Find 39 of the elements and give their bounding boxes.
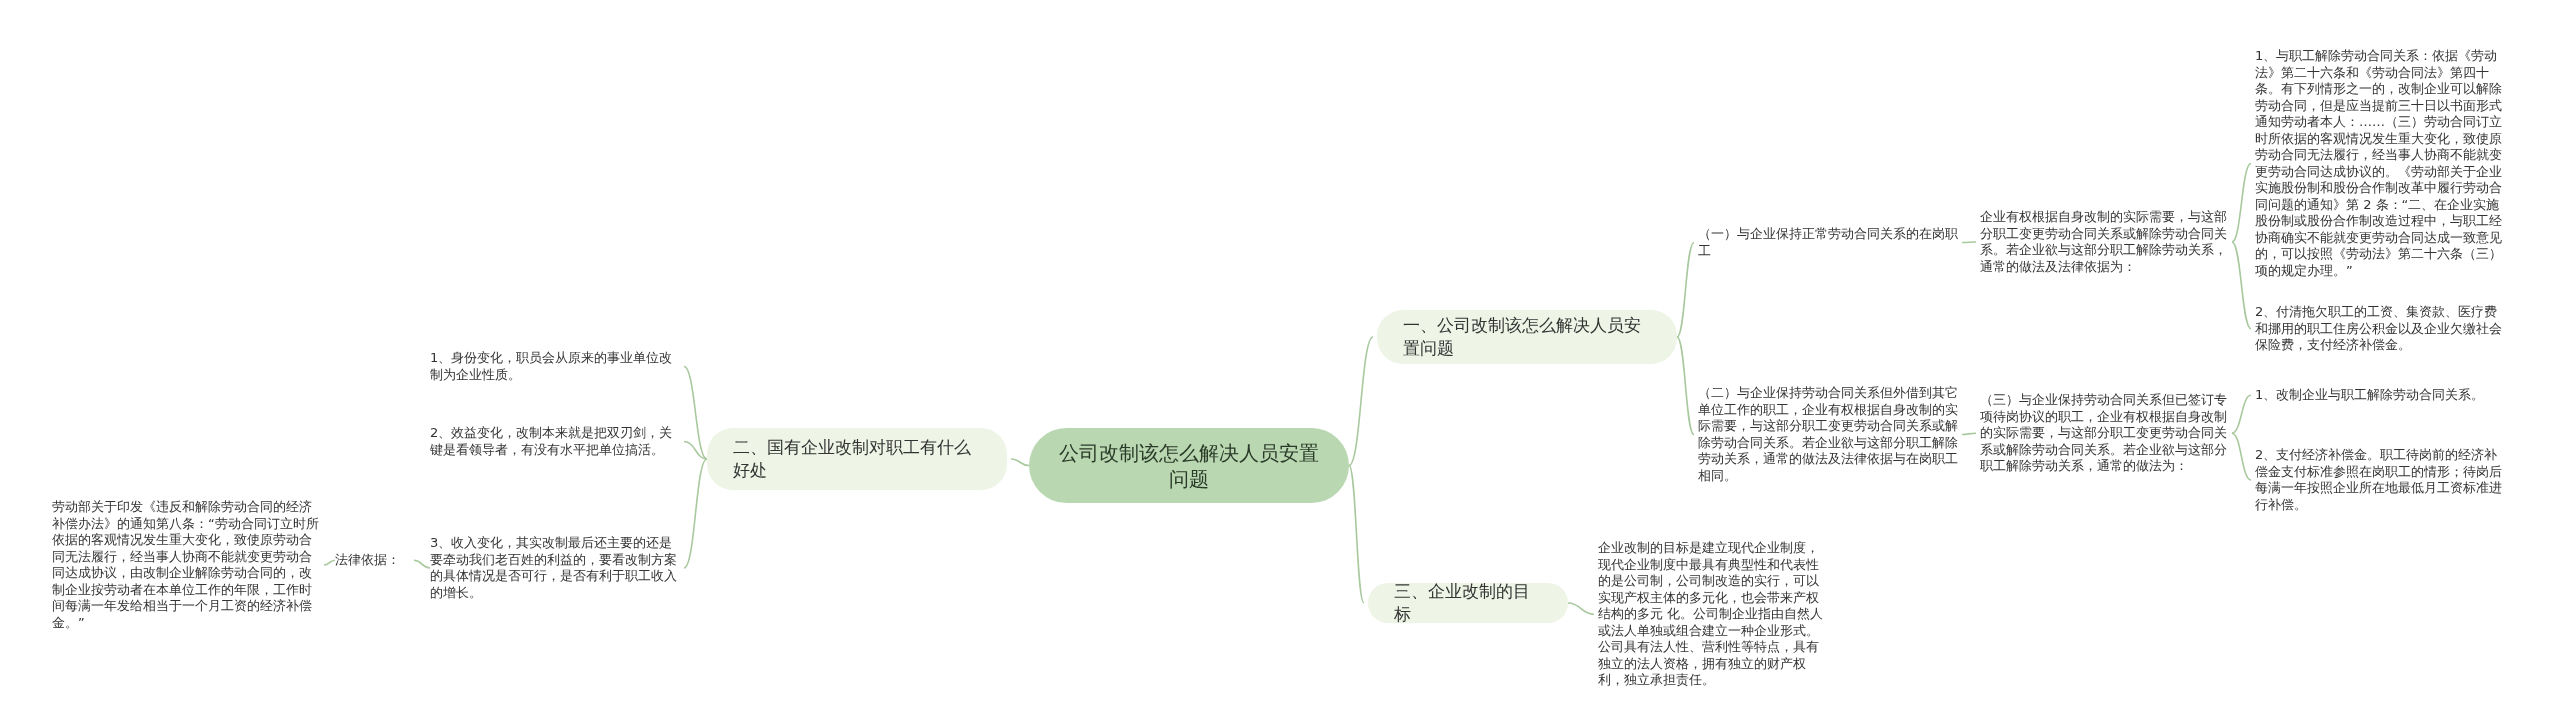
topic-text: 2、支付经济补偿金。职工待岗前的经济补偿金支付标准参照在岗职工的情形；待岗后每满一年按照企业所在地最低月工资标准进行补偿。 [2255, 447, 2503, 513]
connector-line [1348, 336, 1374, 467]
topic-label: 一、公司改制该怎么解决人员安置问题 [1403, 314, 1642, 360]
connector-line [2231, 241, 2252, 330]
topic-text: 1、与职工解除劳动合同关系：依据《劳动法》第二十六条和《劳动合同法》第四十条。有下列情形之一的，改制企业可以解除劳动合同，但是应当提前三十日以书面形式通知劳动者本人：……（三）劳动合同订立时所依据的客观情况发生重大变化，致使原劳动合同无法履行，经当事人协商不能就变更劳动合同达成协议的。《劳动部关于企业实施股份制和股份合作制改革中履行劳动合同问题的通知》第 2 条：“二、在企业实施股份制或股份合作制改造过程中，与职工经协商确实不能就变更劳动合同达成一致意见的，可以按照《劳动法》第二十六条（三）项的规定办理。” [2255, 48, 2503, 279]
topic-label: 三、企业改制的目标 [1394, 580, 1531, 626]
topic-label: 二、国有企业改制对职工有什么好处 [733, 436, 972, 482]
topic-text: 1、改制企业与职工解除劳动合同关系。 [2255, 387, 2525, 404]
branch-topic [707, 428, 1007, 490]
topic-text: 2、效益变化，改制本来就是把双刃剑，关键是看领导者，有没有水平把单位搞活。 [430, 425, 680, 458]
topic-text: 企业改制的目标是建立现代企业制度，现代企业制度中最具有典型性和代表性的是公司制，公司制改造的实行，可以实现产权主体的多元化，也会带来产权结构的多元 化。公司制企业指由自然人或法人单独或组合建立一种企业形式。公司具有法人性、营利性等特点，具有独立的法人资格，拥有独立的财产权利，独立承担责任。 [1598, 540, 1826, 689]
connector-line [683, 440, 708, 460]
topic-text: （一）与企业保持正常劳动合同关系的在岗职工 [1698, 226, 1962, 259]
topic-text: 法律依据： [335, 552, 410, 569]
connector-line [2231, 394, 2252, 435]
topic-text: （三）与企业保持劳动合同关系但已签订专项待岗协议的职工，企业有权根据自身改制的实际需要，与这部分职工变更劳动合同关系或解除劳动合同关系。若企业欲与这部分职工解除劳动关系，通常的做法为： [1980, 392, 2232, 475]
topic-text: （二）与企业保持劳动合同关系但外借到其它单位工作的职工，企业有权根据自身改制的实际需要，与这部分职工变更劳动合同关系或解除劳动合同关系。若企业欲与这部分职工解除劳动关系，通常的做法及法律依据与在岗职工相同。 [1698, 385, 1962, 484]
topic-text: 1、身份变化，职员会从原来的事业单位改制为企业性质。 [430, 350, 680, 383]
connector-line [1961, 241, 1977, 244]
connector-line [1567, 602, 1595, 616]
connector-line [683, 458, 708, 569]
topic-label: 公司改制该怎么解决人员安置问题 [1059, 439, 1319, 492]
topic-text: 企业有权根据自身改制的实际需要，与这部分职工变更劳动合同关系或解除劳动合同关系。若企业欲与这部分职工解除劳动关系，通常的做法及法律依据为： [1980, 209, 2232, 275]
connector-line [683, 365, 708, 460]
connector-line [1676, 241, 1695, 338]
connector-line [413, 559, 431, 569]
branch-topic [1377, 310, 1677, 364]
connector-line [1961, 432, 1977, 436]
connector-line [2231, 162, 2252, 243]
connector-line [323, 559, 336, 566]
branch-topic [1368, 583, 1568, 623]
connector-line [1676, 336, 1695, 436]
connector-line [1348, 464, 1365, 604]
connector-line [2231, 432, 2252, 481]
topic-text: 2、付清拖欠职工的工资、集资款、医疗费和挪用的职工住房公积金以及企业欠缴社会保险费，支付经济补偿金。 [2255, 304, 2503, 354]
connector-line [1010, 458, 1030, 467]
topic-text: 3、收入变化，其实改制最后还主要的还是要牵动我们老百姓的利益的，要看改制方案的具体情况是否可行，是否有利于职工收入的增长。 [430, 535, 680, 601]
topic-text: 劳动部关于印发《违反和解除劳动合同的经济补偿办法》的通知第八条：“劳动合同订立时所依据的客观情况发生重大变化，致使原劳动合同无法履行，经当事人协商不能就变更劳动合同达成协议，由改制企业解除劳动合同的，改制企业按劳动者在本单位工作的年限，工作时间每满一年发给相当于一个月工资的经济补偿金。” [52, 499, 320, 631]
central-topic [1029, 428, 1349, 503]
